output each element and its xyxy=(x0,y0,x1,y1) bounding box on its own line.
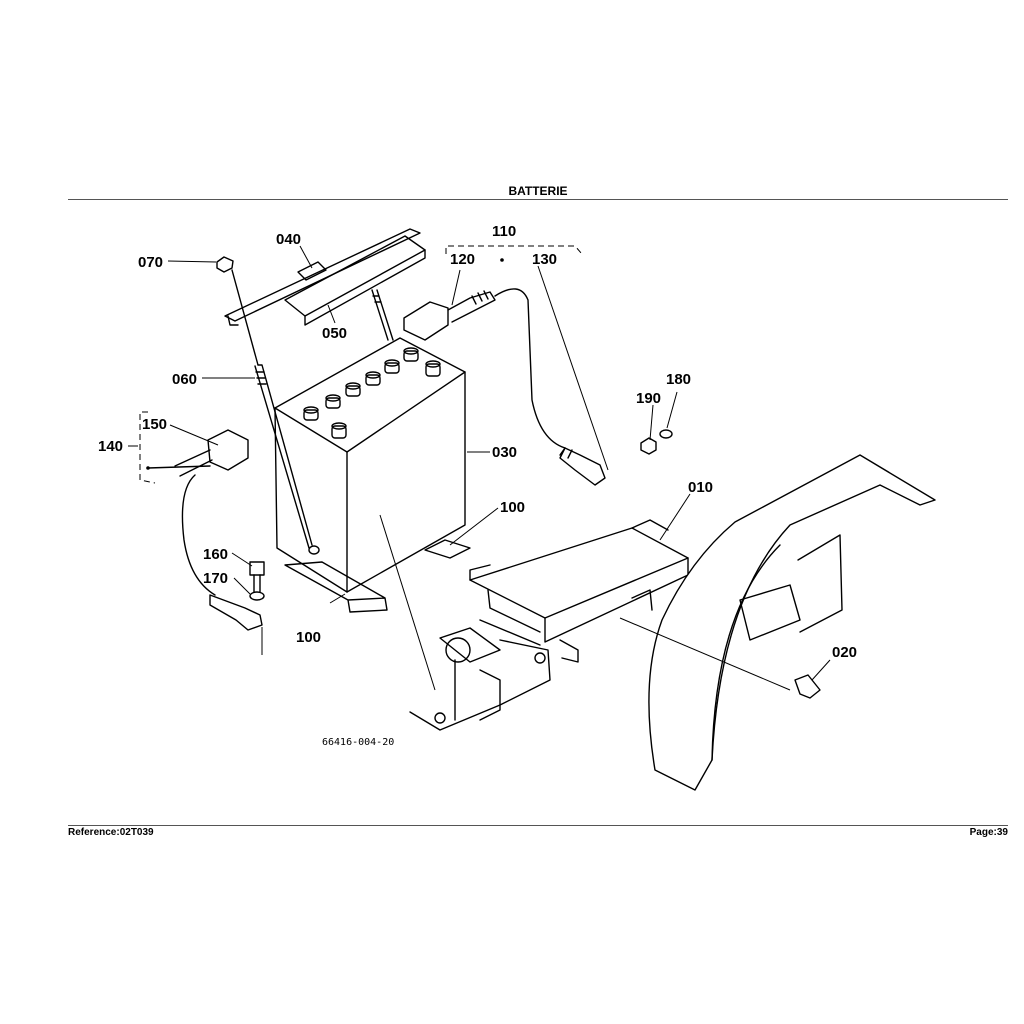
rod-060 xyxy=(231,269,320,555)
page-number: Page:39 xyxy=(969,827,1008,838)
page-title: BATTERIE xyxy=(508,184,568,198)
bolt-160 xyxy=(249,561,265,593)
label-070: 070 xyxy=(138,254,163,271)
label-190: 190 xyxy=(636,390,661,407)
fender xyxy=(648,454,936,791)
hold-down-040-050 xyxy=(224,228,426,326)
label-020: 020 xyxy=(832,644,857,661)
label-180: 180 xyxy=(666,371,691,388)
label-110: 110 xyxy=(492,223,516,240)
label-040: 040 xyxy=(276,231,301,248)
reference-text: Reference:02T039 xyxy=(68,827,154,838)
label-100-bottom: 100 xyxy=(296,629,321,646)
label-150: 150 xyxy=(142,416,167,433)
label-060: 060 xyxy=(172,371,197,388)
frame-bracket xyxy=(409,619,551,731)
footer-rule xyxy=(68,825,1008,826)
nut-190 xyxy=(640,437,657,455)
pad-100-right xyxy=(424,539,471,559)
header-rule xyxy=(68,199,1008,200)
drawing-code: 66416-004-20 xyxy=(322,737,394,748)
label-130: 130 xyxy=(532,251,557,268)
label-140: 140 xyxy=(98,438,123,455)
washer-170 xyxy=(249,591,265,601)
label-010: 010 xyxy=(688,479,713,496)
cable-140 xyxy=(147,429,263,631)
cable-110 xyxy=(403,288,606,486)
nut-070 xyxy=(216,256,234,273)
label-160: 160 xyxy=(203,546,228,563)
battery-030 xyxy=(274,337,466,593)
rod-060-b xyxy=(371,289,394,341)
pad-100 xyxy=(284,561,388,613)
label-100-right: 100 xyxy=(500,499,525,516)
label-030: 030 xyxy=(492,444,517,461)
label-170: 170 xyxy=(203,570,228,587)
battery-tray-010 xyxy=(469,519,689,663)
bolt-020 xyxy=(794,674,821,699)
washer-180 xyxy=(659,429,673,439)
label-120: 120 xyxy=(450,251,475,268)
label-050: 050 xyxy=(322,325,347,342)
